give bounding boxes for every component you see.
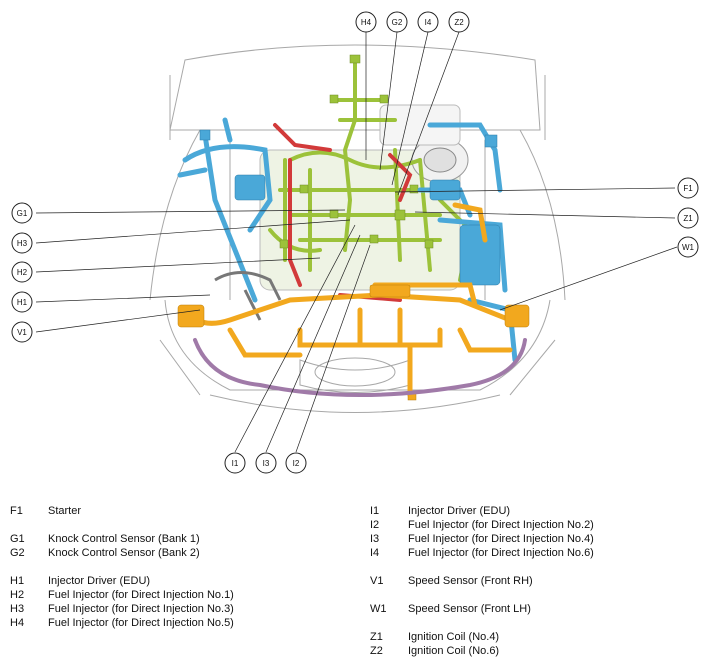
wiring-harness-diagram: H4 G2 I4 Z2 G1 H3 H2 H1 V1 F1 Z1 W1 I1 I… bbox=[11, 11, 699, 474]
callout-I4: I4 bbox=[417, 11, 439, 33]
svg-text:Z1: Z1 bbox=[683, 214, 693, 223]
callout-I1: I1 bbox=[224, 452, 246, 474]
svg-text:H3: H3 bbox=[17, 239, 28, 248]
svg-text:Z2: Z2 bbox=[454, 18, 464, 27]
callout-F1: F1 bbox=[677, 177, 699, 199]
callout-G2: G2 bbox=[386, 11, 408, 33]
callout-H2: H2 bbox=[11, 261, 33, 283]
callout-W1: W1 bbox=[677, 236, 699, 258]
callout-I2: I2 bbox=[285, 452, 307, 474]
harness-purple bbox=[193, 338, 527, 397]
callout-Z2: Z2 bbox=[448, 11, 470, 33]
callout-Z1: Z1 bbox=[677, 207, 699, 229]
callout-I3: I3 bbox=[255, 452, 277, 474]
callout-V1: V1 bbox=[11, 321, 33, 343]
svg-text:V1: V1 bbox=[17, 328, 27, 337]
svg-text:H4: H4 bbox=[361, 18, 372, 27]
callout-H1: H1 bbox=[11, 291, 33, 313]
leader-lines bbox=[35, 31, 678, 453]
svg-text:F1: F1 bbox=[683, 184, 693, 193]
svg-text:I3: I3 bbox=[263, 459, 270, 468]
callout-H4: H4 bbox=[355, 11, 377, 33]
callout-circles: H4 G2 I4 Z2 G1 H3 H2 H1 V1 F1 Z1 W1 I1 I… bbox=[11, 11, 699, 474]
svg-text:H1: H1 bbox=[17, 298, 28, 307]
svg-text:I4: I4 bbox=[425, 18, 432, 27]
svg-text:H2: H2 bbox=[17, 268, 28, 277]
svg-text:G2: G2 bbox=[392, 18, 403, 27]
harness-grey bbox=[214, 271, 282, 321]
engine-harness-green bbox=[268, 58, 473, 282]
svg-text:I1: I1 bbox=[232, 459, 239, 468]
svg-text:I2: I2 bbox=[293, 459, 300, 468]
callout-G1: G1 bbox=[11, 202, 33, 224]
svg-text:W1: W1 bbox=[682, 243, 695, 252]
svg-text:G1: G1 bbox=[17, 209, 28, 218]
callout-H3: H3 bbox=[11, 232, 33, 254]
